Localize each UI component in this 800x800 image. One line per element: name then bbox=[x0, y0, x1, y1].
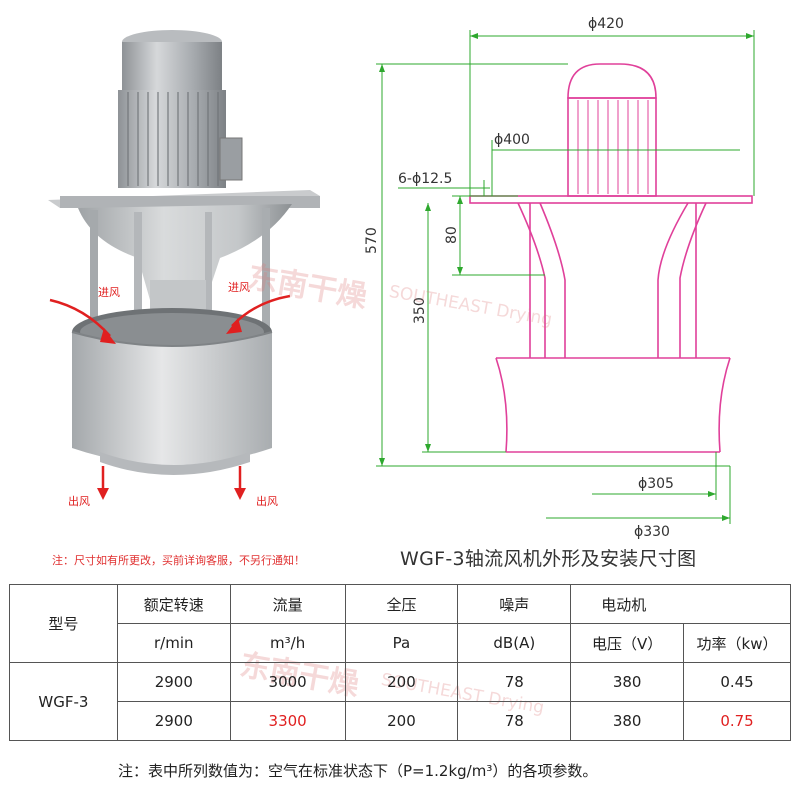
dim-bolt-holes: 6-ϕ12.5 bbox=[398, 171, 452, 187]
cell-speed: 2900 bbox=[116, 701, 231, 741]
dimension-lines bbox=[376, 30, 755, 524]
cell-pressure: 200 bbox=[344, 662, 459, 702]
dimension-drawing: ϕ420 ϕ400 6-ϕ12.5 80 570 350 ϕ305 ϕ330 bbox=[364, 16, 755, 540]
label-outlet-left: 出风 bbox=[68, 494, 90, 508]
unit-speed: r/min bbox=[116, 623, 231, 663]
cell-noise: 78 bbox=[457, 662, 572, 702]
cell-power-highlight: 0.75 bbox=[683, 701, 791, 741]
header-model: 型号 bbox=[9, 584, 118, 663]
label-outlet-right: 出风 bbox=[256, 494, 278, 508]
dim-inner-diameter: ϕ305 bbox=[638, 476, 674, 492]
unit-flow: m³/h bbox=[229, 623, 346, 663]
unit-voltage: 电压（V） bbox=[570, 623, 685, 663]
header-pressure: 全压 bbox=[344, 584, 459, 624]
drawing-caption: WGF-3轴流风机外形及安装尺寸图 bbox=[400, 548, 697, 570]
dim-bolt-circle: ϕ400 bbox=[494, 132, 530, 148]
fan-outline bbox=[469, 63, 753, 453]
cell-model: WGF-3 bbox=[9, 662, 118, 741]
cell-voltage: 380 bbox=[570, 662, 685, 702]
dim-body-height: 350 bbox=[412, 297, 428, 324]
cell-voltage: 380 bbox=[570, 701, 685, 741]
dim-neck-height: 80 bbox=[444, 226, 460, 244]
label-inlet-right: 进风 bbox=[228, 281, 250, 294]
header-motor: 电动机 bbox=[570, 584, 791, 624]
header-speed: 额定转速 bbox=[116, 584, 231, 624]
cell-noise: 78 bbox=[457, 701, 572, 741]
header-noise: 噪声 bbox=[457, 584, 572, 624]
cell-power: 0.45 bbox=[683, 662, 791, 702]
table-header-row: 型号 额定转速 流量 全压 噪声 电动机 bbox=[9, 584, 791, 663]
dim-flange-diameter: ϕ420 bbox=[588, 16, 624, 32]
label-inlet-left: 进风 bbox=[98, 286, 120, 299]
cell-flow: 3000 bbox=[229, 662, 346, 702]
table-unit-row: r/min m³/h Pa dB(A) 电压（V） 功率（kw） bbox=[10, 623, 791, 663]
unit-pressure: Pa bbox=[344, 623, 459, 663]
cell-flow-highlight: 3300 bbox=[229, 701, 346, 741]
unit-noise: dB(A) bbox=[457, 623, 572, 663]
cell-pressure: 200 bbox=[344, 701, 459, 741]
unit-power: 功率（kw） bbox=[683, 623, 791, 663]
disclaimer-note: 注：尺寸如有所更改，买前详询客服，不另行通知！ bbox=[52, 554, 305, 567]
table-footnote: 注：表中所列数值为：空气在标准状态下（P=1.2kg/m³）的各项参数。 bbox=[118, 762, 598, 780]
fan-photo: 进风 进风 出风 出风 bbox=[48, 30, 320, 508]
header-flow: 流量 bbox=[229, 584, 346, 624]
fan-unit bbox=[48, 30, 320, 475]
dim-outer-diameter: ϕ330 bbox=[634, 524, 670, 540]
table-row: WGF-3 2900 3000 200 78 380 0.45 bbox=[9, 662, 791, 741]
cell-speed: 2900 bbox=[116, 662, 231, 702]
spec-table: 型号 额定转速 流量 全压 噪声 电动机 r/min m³/h Pa dB(A)… bbox=[9, 584, 791, 741]
table-row: 2900 3300 200 78 380 0.75 bbox=[10, 701, 791, 741]
dim-total-height: 570 bbox=[364, 227, 380, 254]
